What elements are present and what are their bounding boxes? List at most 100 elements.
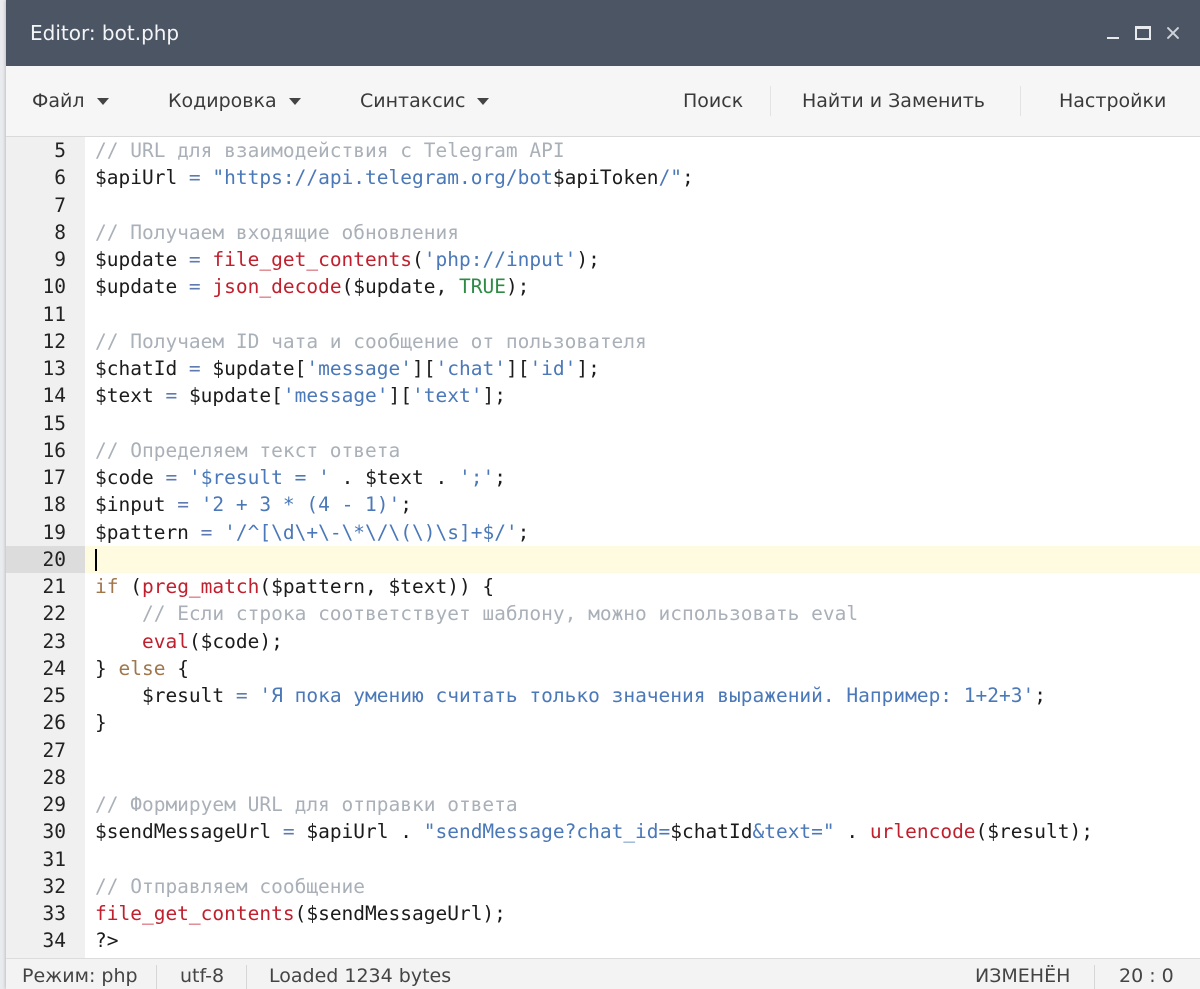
- code-line[interactable]: 25 $result = 'Я пока умению считать толь…: [6, 682, 1200, 709]
- search-button[interactable]: Поиск: [683, 90, 744, 112]
- code-line[interactable]: 34?>: [6, 927, 1200, 954]
- chevron-down-icon: [96, 97, 109, 105]
- line-number: 31: [42, 847, 66, 871]
- line-number: 22: [42, 602, 66, 626]
- line-number: 30: [42, 820, 66, 844]
- code-line[interactable]: 21 if (preg_match($pattern, $text)) {: [6, 573, 1200, 600]
- code-token: file_get_contents: [212, 248, 413, 271]
- code-text: $text = $update['message']['text'];: [95, 382, 506, 409]
- code-token: (: [412, 248, 424, 271]
- code-line[interactable]: 28: [6, 764, 1200, 791]
- editor-window: Editor: bot.php Файл Кодировка Синтаксис: [6, 0, 1200, 989]
- code-token: // Получаем ID чата и сообщение от польз…: [95, 329, 647, 353]
- settings-button[interactable]: Настройки: [1059, 90, 1167, 112]
- code-lines: 5// URL для взаимодействия с Telegram AP…: [6, 137, 1200, 955]
- code-token: ;: [517, 520, 530, 544]
- code-token: &text=": [752, 820, 835, 844]
- code-text: // URL для взаимодействия с Telegram API: [95, 137, 565, 164]
- code-text: // Формируем URL для отправки ответа: [95, 791, 518, 818]
- code-token: 'text': [412, 384, 483, 408]
- code-line[interactable]: 10$update = json_decode($update, TRUE);: [6, 273, 1200, 300]
- code-token: ;: [1034, 684, 1046, 707]
- code-token: }: [95, 711, 107, 735]
- code-line[interactable]: 24} else {: [6, 655, 1200, 682]
- code-editor[interactable]: 5// URL для взаимодействия с Telegram AP…: [6, 137, 1200, 959]
- status-divider: [156, 965, 157, 989]
- code-token: $code: [95, 466, 166, 489]
- line-number: 6: [54, 166, 66, 190]
- code-line[interactable]: 30$sendMessageUrl = $apiUrl . "sendMessa…: [6, 818, 1200, 845]
- code-token: // Формируем URL для отправки ответа: [95, 793, 518, 816]
- code-token: // URL для взаимодействия с Telegram API: [95, 139, 565, 162]
- code-line[interactable]: 16// Определяем текст ответа: [6, 437, 1200, 464]
- maximize-button[interactable]: [1128, 18, 1158, 48]
- code-token: json_decode: [212, 275, 342, 299]
- find-replace-button[interactable]: Найти и Заменить: [802, 90, 986, 112]
- code-token: );: [576, 248, 600, 271]
- code-line[interactable]: 19$pattern = '/^[\d\+\-\*\/\(\)\s]+$/';: [6, 519, 1200, 546]
- line-number: 34: [42, 929, 66, 953]
- code-line[interactable]: 23 eval($code);: [6, 628, 1200, 655]
- code-line[interactable]: 13$chatId = $update['message']['chat']['…: [6, 355, 1200, 382]
- code-line[interactable]: 31: [6, 846, 1200, 873]
- code-token: );: [505, 275, 530, 299]
- code-line[interactable]: 27: [6, 737, 1200, 764]
- minimize-button[interactable]: [1098, 18, 1128, 48]
- code-line[interactable]: 15: [6, 410, 1200, 437]
- code-token: '2 + 3 * (4 - 1)': [200, 493, 401, 517]
- code-text: if (preg_match($pattern, $text)) {: [95, 573, 494, 600]
- code-line[interactable]: 22 // Если строка соответствует шаблону,…: [6, 600, 1200, 627]
- code-token: =: [188, 166, 201, 190]
- line-number: 7: [54, 193, 66, 217]
- menu-syntax[interactable]: Синтаксис: [360, 90, 490, 112]
- line-number: 9: [54, 248, 66, 271]
- code-token: =: [177, 493, 189, 517]
- code-line[interactable]: 9$update = file_get_contents('php://inpu…: [6, 246, 1200, 273]
- code-line[interactable]: 14$text = $update['message']['text'];: [6, 382, 1200, 409]
- code-line[interactable]: 5// URL для взаимодействия с Telegram AP…: [6, 137, 1200, 164]
- code-token: }: [95, 656, 119, 680]
- code-line[interactable]: 7: [6, 192, 1200, 219]
- maximize-icon: [1135, 26, 1151, 40]
- title-bar[interactable]: Editor: bot.php: [6, 0, 1200, 66]
- window-title: Editor: bot.php: [30, 21, 180, 45]
- code-line[interactable]: 32// Отправляем сообщение: [6, 873, 1200, 900]
- menu-encoding[interactable]: Кодировка: [168, 90, 301, 112]
- code-line[interactable]: 8// Получаем входящие обновления: [6, 219, 1200, 246]
- menu-file[interactable]: Файл: [32, 90, 109, 112]
- code-text: $pattern = '/^[\d\+\-\*\/\(\)\s]+$/';: [95, 519, 529, 546]
- code-line[interactable]: 6$apiUrl = "https://api.telegram.org/bot…: [6, 164, 1200, 191]
- code-text: $result = 'Я пока умению считать только …: [95, 682, 1046, 709]
- code-token: $input: [95, 493, 178, 517]
- code-token: $result: [95, 684, 236, 707]
- line-number: 21: [42, 575, 66, 598]
- line-number: 15: [42, 411, 66, 435]
- status-mode: Режим: php: [22, 965, 138, 987]
- code-token: TRUE: [458, 275, 506, 299]
- code-token: "sendMessage?chat_id=: [423, 820, 671, 844]
- status-loaded: Loaded 1234 bytes: [269, 965, 452, 987]
- code-line[interactable]: 26}: [6, 709, 1200, 736]
- code-token: $apiToken: [552, 166, 659, 190]
- code-line[interactable]: 11: [6, 301, 1200, 328]
- minimize-icon: [1107, 37, 1119, 39]
- code-token: ];: [482, 384, 506, 408]
- menu-bar: Файл Кодировка Синтаксис Поиск Найти и З…: [6, 66, 1200, 137]
- code-token: [189, 493, 201, 516]
- close-button[interactable]: [1158, 18, 1188, 48]
- code-token: 'Я пока умению считать только значения в…: [259, 684, 1035, 707]
- code-line[interactable]: 29// Формируем URL для отправки ответа: [6, 791, 1200, 818]
- code-token: eval: [141, 629, 189, 653]
- code-token: // Определяем текст ответа: [95, 438, 401, 462]
- code-line[interactable]: 17$code = '$result = ' . $text . ';';: [6, 464, 1200, 491]
- chevron-down-icon: [477, 97, 490, 105]
- code-text: file_get_contents($sendMessageUrl);: [95, 900, 506, 927]
- status-modified: ИЗМЕНЁН: [975, 965, 1071, 987]
- code-line[interactable]: 20: [6, 545, 1200, 573]
- code-line[interactable]: 18$input = '2 + 3 * (4 - 1)';: [6, 491, 1200, 518]
- line-number: 17: [42, 466, 66, 489]
- code-token: $apiUrl: [95, 166, 189, 190]
- status-divider: [246, 965, 247, 989]
- code-line[interactable]: 12// Получаем ID чата и сообщение от пол…: [6, 328, 1200, 355]
